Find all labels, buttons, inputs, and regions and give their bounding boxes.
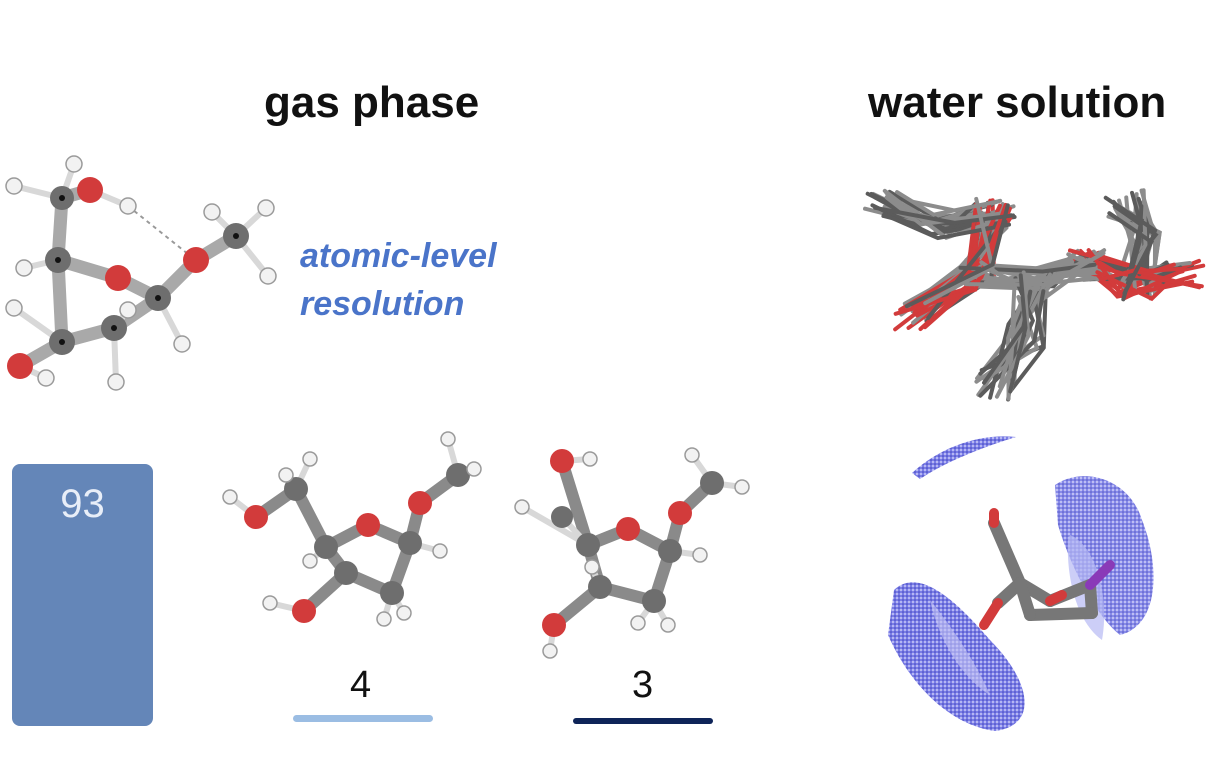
ensemble-bond	[893, 202, 1008, 316]
ensemble-bond	[1103, 195, 1158, 277]
ensemble-bond	[982, 289, 1033, 385]
conformer-population-value-b: 3	[632, 664, 654, 706]
ensemble-bond	[1008, 273, 1028, 394]
conformer-a-color-bar	[293, 715, 433, 722]
ensemble-bond	[994, 270, 1031, 399]
water-solution-conformer-ensemble	[863, 188, 1206, 402]
ensemble-bond	[963, 251, 1106, 287]
ensemble-bond	[1126, 212, 1145, 275]
ensemble-bond	[923, 196, 995, 306]
gas-phase-molecule-main	[5, 155, 277, 391]
ensemble-bond	[1107, 211, 1155, 296]
ensemble-bond	[1098, 268, 1202, 290]
ensemble-bond	[904, 203, 1010, 309]
ensemble-bond	[895, 190, 1001, 217]
conformer-population-bar-major: 93	[12, 464, 153, 726]
ensemble-bond	[997, 268, 1048, 389]
water-solution-heading: water solution	[868, 78, 1167, 127]
annotation-line-1: atomic-level	[300, 237, 497, 275]
ensemble-bond	[1101, 255, 1176, 275]
resolution-annotation: atomic-level resolution	[300, 232, 497, 328]
conformer-population-value-major: 93	[60, 482, 105, 526]
conformer-molecule-a	[222, 431, 482, 627]
ensemble-bond	[873, 205, 1016, 225]
conformer-b-color-bar	[573, 718, 713, 724]
gas-phase-heading: gas phase	[264, 78, 480, 127]
ensemble-bond	[884, 195, 1004, 227]
conformer-molecule-b	[514, 447, 750, 659]
ensemble-bond	[983, 270, 1103, 285]
water-solution-density-map	[888, 436, 1154, 731]
annotation-line-2: resolution	[300, 285, 465, 323]
ensemble-bond	[1095, 270, 1171, 302]
conformer-population-value-a: 4	[350, 664, 372, 706]
ensemble-bond	[978, 289, 1046, 398]
